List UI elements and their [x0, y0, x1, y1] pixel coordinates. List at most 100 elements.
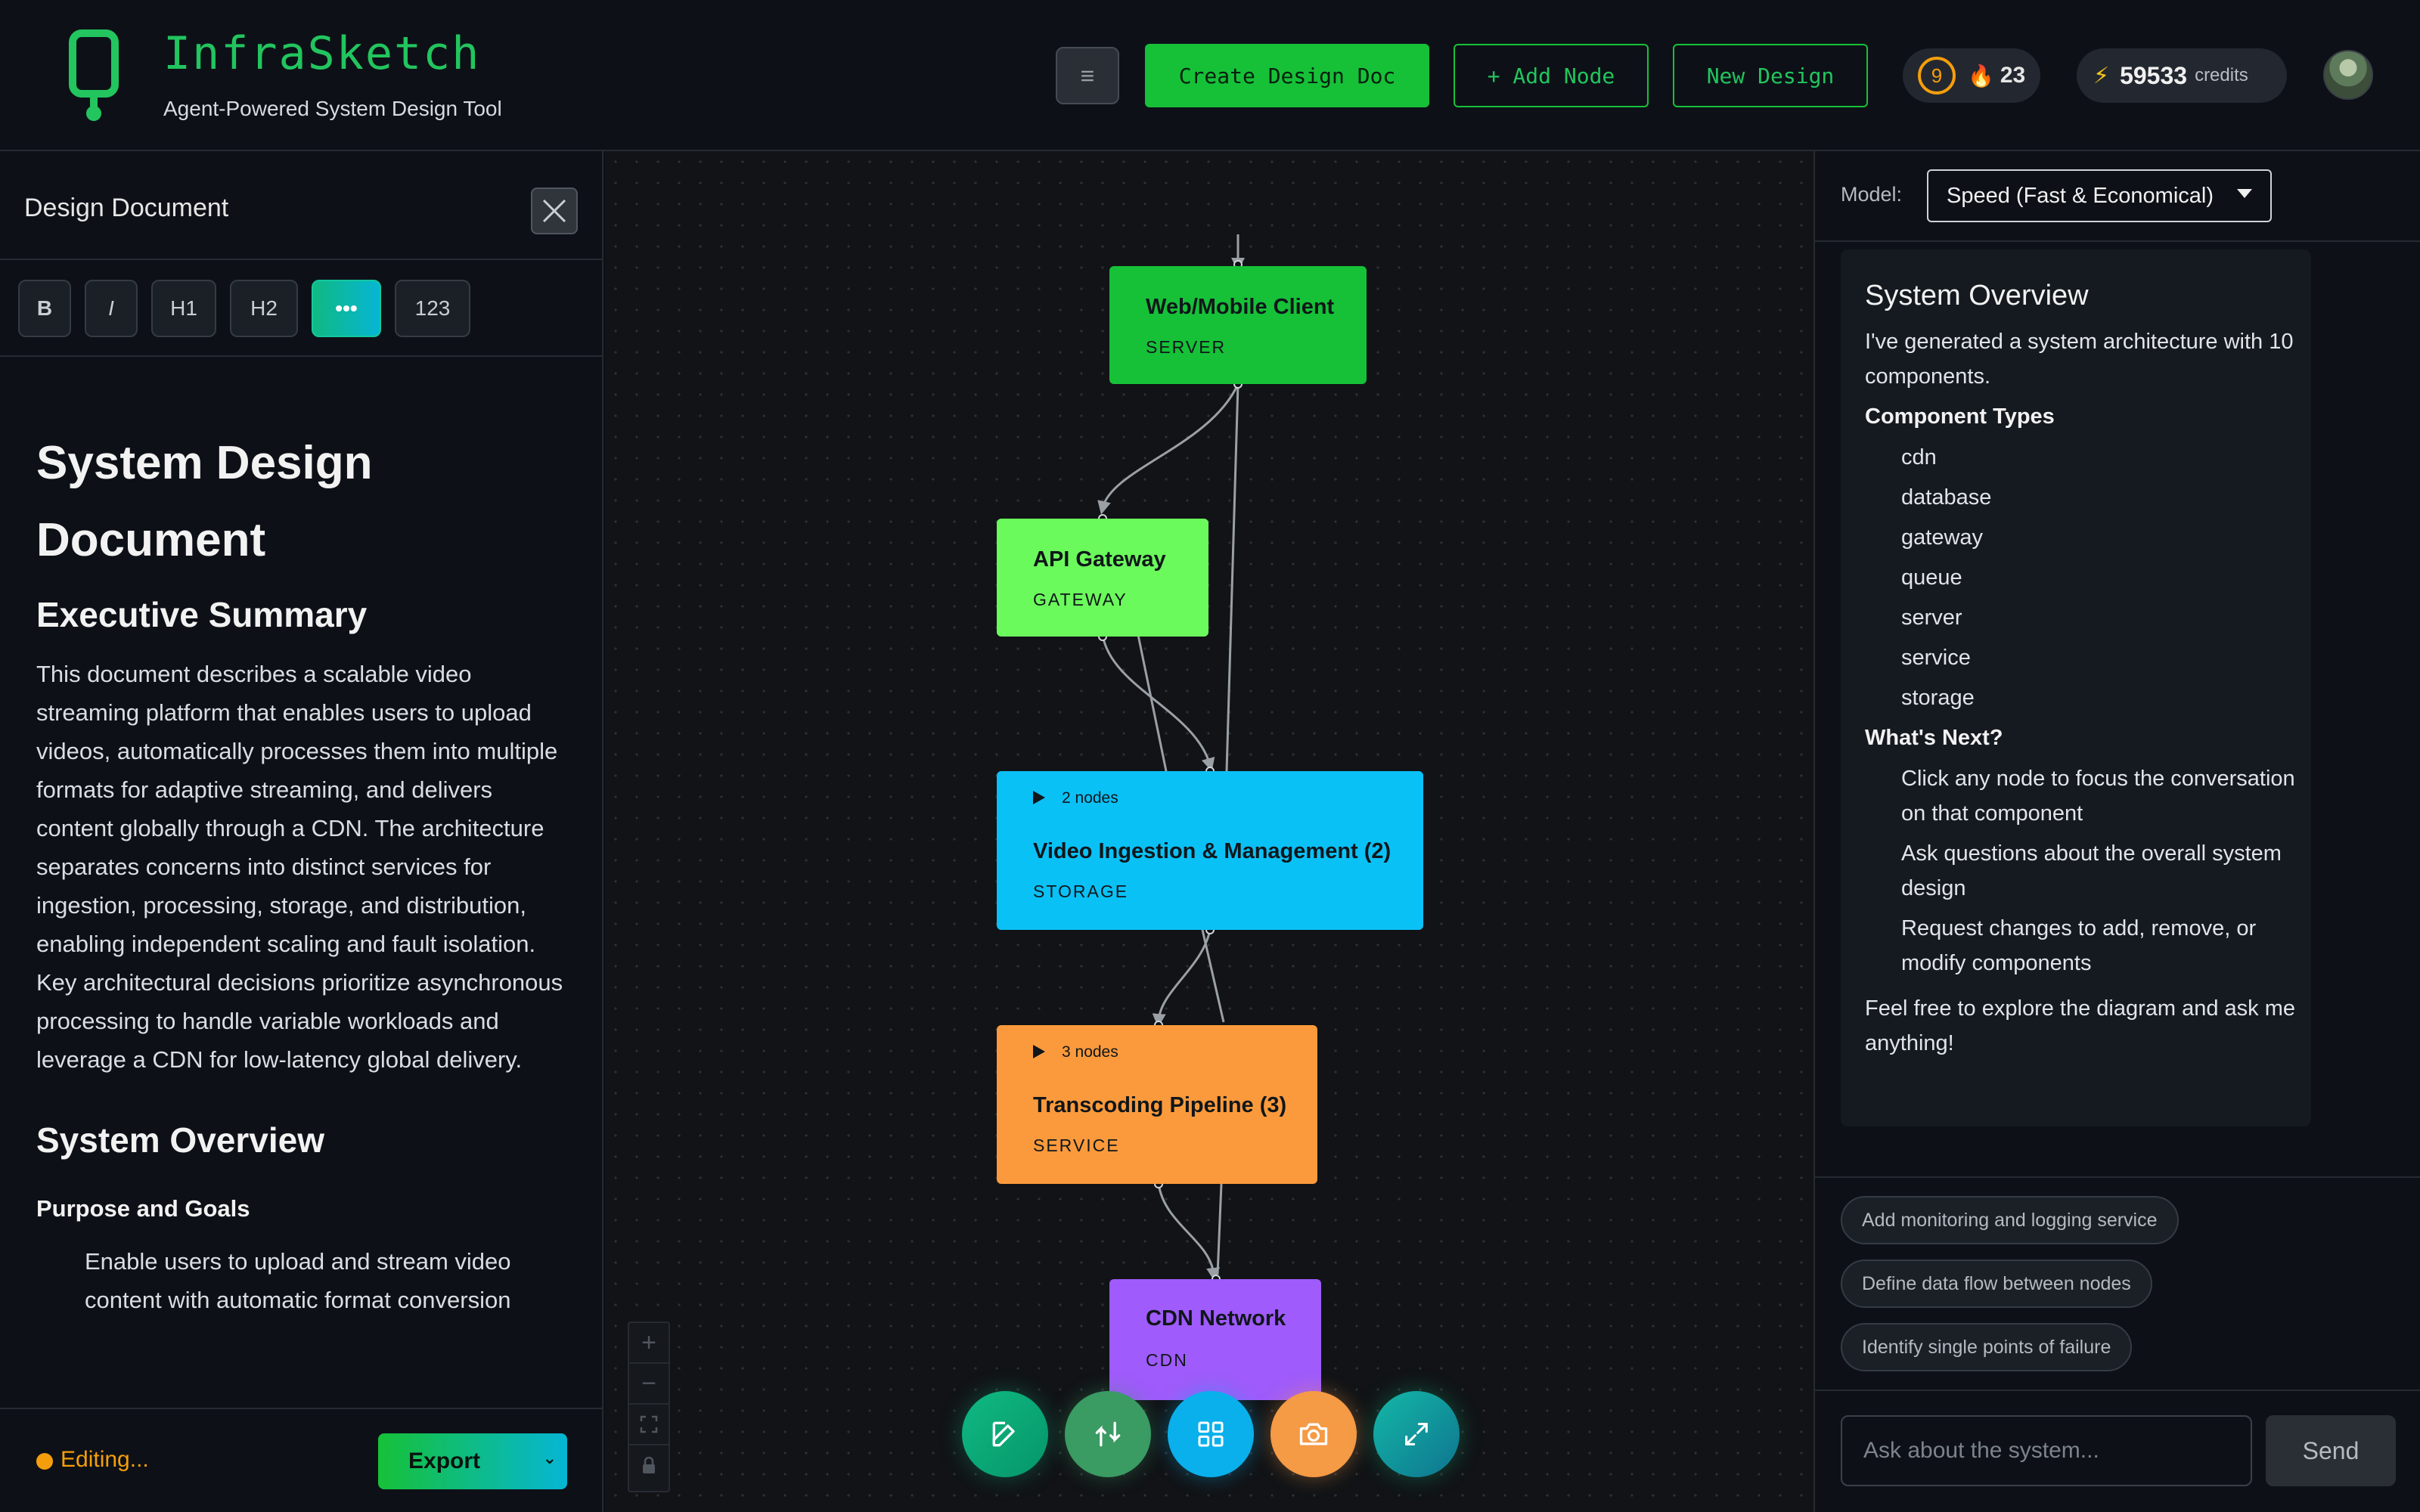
- edge: [1101, 634, 1215, 772]
- screenshot-fab[interactable]: [1270, 1391, 1357, 1477]
- export-label: Export: [408, 1448, 481, 1473]
- chat-panel: Model: Speed (Fast & Economical) System …: [1815, 151, 2420, 1512]
- formatting-toolbar: B I H1 H2 ••• 123: [0, 262, 603, 357]
- list-item: Ask questions about the overall system d…: [1901, 841, 2282, 900]
- node-title: Web/Mobile Client: [1146, 295, 1335, 319]
- node-title: CDN Network: [1146, 1306, 1286, 1331]
- expand-icon: [1405, 1423, 1428, 1445]
- node-type: SERVICE: [1033, 1136, 1120, 1155]
- new-design-button[interactable]: New Design: [1673, 44, 1868, 107]
- zoom-in-icon[interactable]: +: [629, 1323, 669, 1364]
- editing-status-dot: [36, 1453, 53, 1470]
- design-document-panel: Design Document B I H1 H2 ••• 123: [0, 151, 603, 1512]
- list-item: Click any node to focus the conversation…: [1901, 767, 2295, 826]
- chat-input[interactable]: Ask about the system...: [1841, 1415, 2252, 1486]
- document-editor[interactable]: System Design Document Executive Summary…: [36, 432, 566, 1408]
- heading2-button[interactable]: H2: [230, 280, 298, 337]
- doc-heading-system-overview: System Overview: [36, 1120, 325, 1160]
- doc-heading-purpose: Purpose and Goals: [36, 1195, 250, 1222]
- app-subtitle: Agent-Powered System Design Tool: [163, 97, 502, 120]
- list-item: server: [1901, 606, 1962, 630]
- list-item: Request changes to add, remove, or modif…: [1901, 916, 2257, 975]
- user-stats[interactable]: 9 🔥 23: [1903, 48, 2040, 103]
- add-node-button[interactable]: + Add Node: [1454, 44, 1649, 107]
- numbered-list-button[interactable]: 123: [395, 280, 470, 337]
- edge: [1137, 634, 1168, 772]
- flame-icon: 🔥: [1968, 64, 1994, 88]
- doc-footer: Editing... Export ⌄: [0, 1408, 603, 1512]
- close-doc-button[interactable]: [531, 187, 578, 234]
- doc-panel-title: Design Document: [24, 194, 229, 222]
- fit-view-icon[interactable]: [629, 1405, 669, 1445]
- bullet-list-button[interactable]: •••: [312, 280, 381, 337]
- node-type: SERVER: [1146, 337, 1227, 357]
- expand-triangle-icon[interactable]: [1032, 789, 1047, 806]
- suggestion-chip[interactable]: Identify single points of failure: [1841, 1323, 2133, 1371]
- list-item: service: [1901, 646, 1971, 670]
- node-type: CDN: [1146, 1350, 1188, 1370]
- avatar[interactable]: [2323, 50, 2373, 100]
- node-title: API Gateway: [1033, 547, 1166, 572]
- doc-heading-1: System Design Document: [36, 437, 373, 566]
- model-select[interactable]: Speed (Fast & Economical): [1927, 169, 2272, 222]
- edge: [1152, 929, 1212, 1027]
- app-title: InfraSketch: [163, 27, 481, 80]
- edge: [1201, 929, 1225, 1023]
- chevron-down-icon[interactable]: ⌄: [542, 1448, 557, 1467]
- lock-icon[interactable]: [629, 1445, 669, 1486]
- list-item: cdn: [1901, 445, 1937, 469]
- doc-heading-executive-summary: Executive Summary: [36, 595, 368, 634]
- group-node-count: 3 nodes: [1062, 1043, 1118, 1061]
- divider: [1815, 240, 2420, 242]
- edit-icon: [992, 1421, 1015, 1447]
- lightning-icon: ⚡: [2093, 63, 2110, 88]
- edge: [1225, 383, 1239, 772]
- credits-badge[interactable]: ⚡ 59533 credits: [2077, 48, 2287, 103]
- logo-icon: [69, 29, 119, 121]
- suggestion-chip[interactable]: Define data flow between nodes: [1841, 1259, 2152, 1308]
- node-type: STORAGE: [1033, 881, 1129, 901]
- suggestion-chip[interactable]: Add monitoring and logging service: [1841, 1196, 2179, 1244]
- zoom-out-icon[interactable]: −: [629, 1364, 669, 1405]
- node-api-gateway[interactable]: API Gateway GATEWAY: [997, 519, 1208, 637]
- streak-count: 23: [2000, 63, 2026, 88]
- edit-fab[interactable]: [962, 1391, 1048, 1477]
- group-video-ingestion[interactable]: 2 nodes Video Ingestion & Management (2)…: [997, 771, 1423, 930]
- node-web-mobile-client[interactable]: Web/Mobile Client SERVER: [1109, 266, 1367, 384]
- editing-status: Editing...: [60, 1447, 149, 1472]
- list-item: database: [1901, 485, 1992, 510]
- list-item: gateway: [1901, 525, 1984, 550]
- edge-layer: [1097, 234, 1245, 1284]
- expand-triangle-icon[interactable]: [1032, 1043, 1047, 1060]
- node-title: Video Ingestion & Management (2): [1033, 839, 1392, 863]
- list-item: queue: [1901, 565, 1962, 590]
- diagram-canvas[interactable]: Web/Mobile Client SERVER API Gateway GAT…: [605, 151, 1813, 1512]
- whats-next-heading: What's Next?: [1865, 726, 2003, 750]
- fullscreen-fab[interactable]: [1373, 1391, 1460, 1477]
- auto-layout-icon: [1095, 1421, 1121, 1447]
- caret-down-icon: [2237, 189, 2252, 198]
- export-button[interactable]: Export ⌄: [378, 1433, 567, 1489]
- menu-button[interactable]: ≡: [1056, 47, 1119, 104]
- divider: [1815, 1390, 2420, 1391]
- send-button[interactable]: Send: [2266, 1415, 2396, 1486]
- grid-icon: [1198, 1421, 1224, 1447]
- message-heading: System Overview: [1865, 280, 2089, 311]
- heading1-button[interactable]: H1: [151, 280, 216, 337]
- message-intro: I've generated a system architecture wit…: [1865, 330, 2294, 389]
- node-title: Transcoding Pipeline (3): [1033, 1093, 1287, 1117]
- assistant-message: System Overview I've generated a system …: [1841, 249, 2311, 1126]
- node-cdn-network[interactable]: CDN Network CDN: [1109, 1279, 1321, 1400]
- group-node-count: 2 nodes: [1062, 789, 1118, 807]
- edge: [1157, 1183, 1220, 1281]
- create-design-doc-button[interactable]: Create Design Doc: [1145, 44, 1429, 107]
- edge: [1216, 1183, 1223, 1275]
- message-closing: Feel free to explore the diagram and ask…: [1865, 996, 2296, 1055]
- bold-button[interactable]: B: [18, 280, 71, 337]
- list-item: storage: [1901, 686, 1975, 710]
- layout-fab[interactable]: [1065, 1391, 1151, 1477]
- component-types-heading: Component Types: [1865, 404, 2055, 429]
- group-fab[interactable]: [1168, 1391, 1254, 1477]
- group-transcoding-pipeline[interactable]: 3 nodes Transcoding Pipeline (3) SERVICE: [997, 1025, 1317, 1184]
- italic-button[interactable]: I: [85, 280, 138, 337]
